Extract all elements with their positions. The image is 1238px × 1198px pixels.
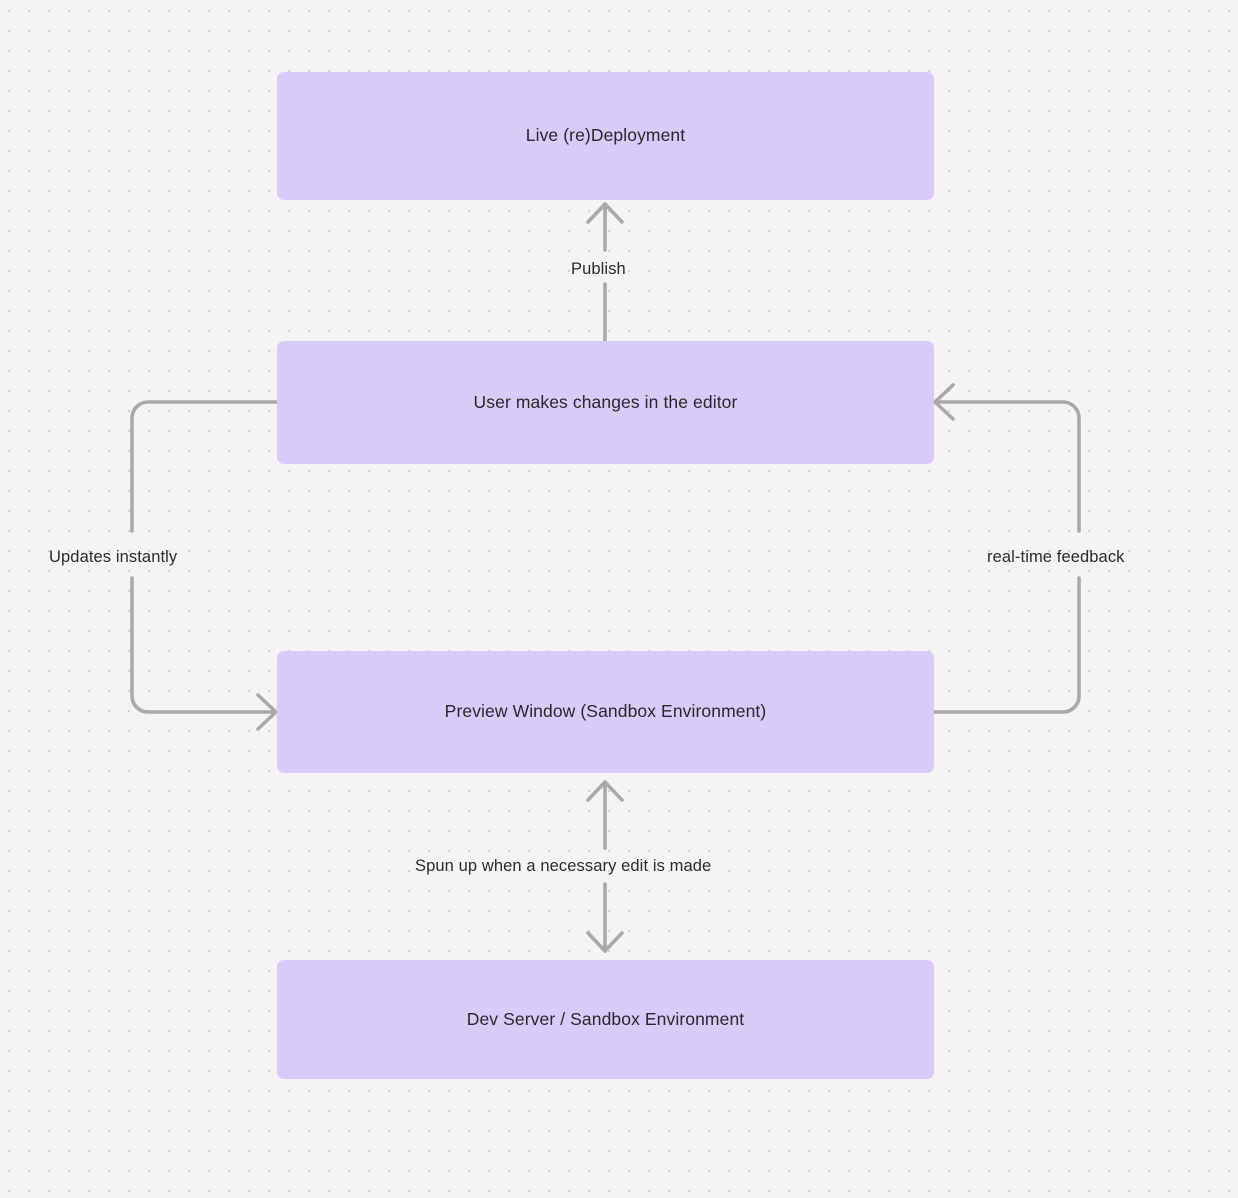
node-label: Live (re)Deployment xyxy=(525,125,686,146)
node-label: Preview Window (Sandbox Environment) xyxy=(444,701,767,722)
node-label: Dev Server / Sandbox Environment xyxy=(466,1008,745,1029)
edge-label-publish: Publish xyxy=(571,260,626,278)
node-live-redeployment[interactable]: Live (re)Deployment xyxy=(277,72,934,200)
node-dev-server[interactable]: Dev Server / Sandbox Environment xyxy=(277,960,934,1079)
node-preview-window[interactable]: Preview Window (Sandbox Environment) xyxy=(277,651,934,773)
edge-label-spun-up: Spun up when a necessary edit is made xyxy=(415,857,712,875)
node-user-makes-changes[interactable]: User makes changes in the editor xyxy=(277,341,934,464)
edge-label-real-time-feedback: real-time feedback xyxy=(987,548,1125,566)
node-label: User makes changes in the editor xyxy=(473,391,738,412)
edge-label-updates-instantly: Updates instantly xyxy=(49,548,178,566)
